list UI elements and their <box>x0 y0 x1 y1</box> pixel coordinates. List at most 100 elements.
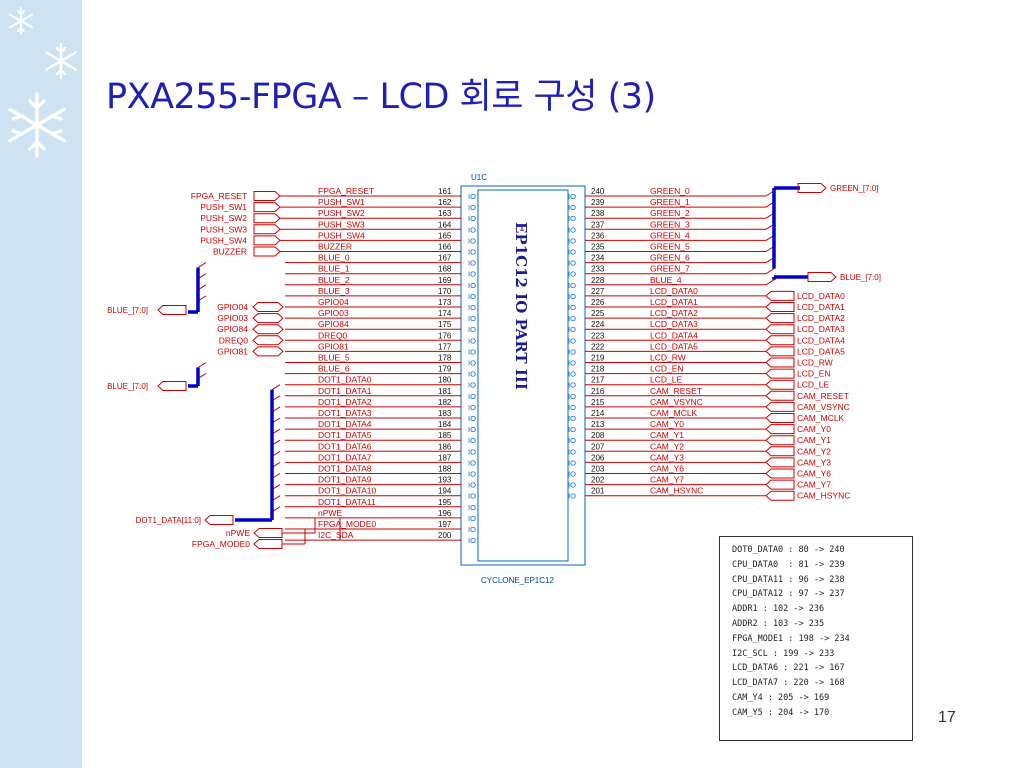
left-pin-io-label: IO <box>468 403 476 412</box>
left-pin-io-label: IO <box>468 458 476 467</box>
right-port-label: CAM_Y3 <box>797 457 831 467</box>
left-pin-net-label: DOT1_DATA0 <box>318 375 372 385</box>
left-pin-net-label: PUSH_SW3 <box>318 219 365 229</box>
left-bottom-port-shape <box>253 539 283 549</box>
left-pin-net-label: GPIO84 <box>318 319 349 329</box>
left-pin-number: 194 <box>438 487 452 496</box>
left-pin-number: 183 <box>438 409 452 418</box>
right-pin-io-label: IO <box>568 436 576 445</box>
right-port-label: CAM_HSYNC <box>797 491 850 501</box>
left-pin-number: 173 <box>438 298 452 307</box>
left-bidir-port-label: GPIO03 <box>217 313 248 323</box>
chip-part-label: CYCLONE_EP1C12 <box>481 576 554 585</box>
left-pin-io-label: IO <box>468 248 476 257</box>
right-port-label: LCD_DATA5 <box>797 346 845 356</box>
left-pin-net-label: DOT1_DATA8 <box>318 464 372 474</box>
left-bidir-port-shape <box>252 302 284 312</box>
right-port-label: LCD_RW <box>797 358 833 368</box>
note-line: DOT0_DATA0 : 80 -> 240 <box>732 545 845 555</box>
left-pin-number: 200 <box>438 531 452 540</box>
right-port-shape <box>765 324 795 335</box>
right-pin-io-label: IO <box>568 214 576 223</box>
right-pin-net-label: GREEN_1 <box>650 197 690 207</box>
left-pin-io-label: IO <box>468 492 476 501</box>
left-pin-net-label: FPGA_RESET <box>318 186 374 196</box>
right-bus-label: GREEN_[7:0] <box>830 184 878 193</box>
left-bus-label: BLUE_[7:0] <box>107 382 148 391</box>
left-pin-io-label: IO <box>468 203 476 212</box>
note-line: CPU_DATA0 : 81 -> 239 <box>732 559 845 570</box>
right-pin-number: 202 <box>591 476 605 485</box>
left-pin-number: 184 <box>438 420 452 429</box>
right-pin-number: 208 <box>591 431 605 440</box>
note-line: FPGA_MODE1 : 198 -> 234 <box>732 633 850 644</box>
right-port-shape <box>765 446 795 457</box>
right-pin-number: 236 <box>591 231 605 240</box>
bus-entry <box>197 362 207 368</box>
left-pin-net-label: DOT1_DATA1 <box>318 386 372 396</box>
left-pin-net-label: DOT1_DATA10 <box>318 486 377 496</box>
note-line: CAM_Y4 : 205 -> 169 <box>732 692 830 703</box>
left-port-shape <box>253 213 281 224</box>
right-pin-number: 235 <box>591 243 605 252</box>
left-pin-net-label: DOT1_DATA6 <box>318 441 372 451</box>
right-pin-net-label: LCD_RW <box>650 353 686 363</box>
left-pin-net-label: BLUE_1 <box>318 264 350 274</box>
left-pin-io-label: IO <box>468 536 476 545</box>
left-pin-net-label: GPIO04 <box>318 297 349 307</box>
chip-reference-label: U1C <box>471 173 487 182</box>
left-pin-io-label: IO <box>468 192 476 201</box>
left-pin-io-label: IO <box>468 303 476 312</box>
left-pin-net-label: BLUE_2 <box>318 275 350 285</box>
left-pin-number: 195 <box>438 498 452 507</box>
right-pin-number: 222 <box>591 342 605 351</box>
right-port-label: LCD_DATA3 <box>797 324 845 334</box>
left-pin-net-label: FPGA_MODE0 <box>318 519 376 529</box>
left-pin-number: 162 <box>438 198 452 207</box>
note-line: ADDR1 : 102 -> 236 <box>732 604 825 615</box>
right-pin-number: 203 <box>591 465 605 474</box>
left-port-label: PUSH_SW4 <box>200 235 247 245</box>
left-pin-number: 186 <box>438 442 452 451</box>
right-pin-io-label: IO <box>568 236 576 245</box>
right-pin-number: 207 <box>591 442 605 451</box>
right-pin-io-label: IO <box>568 403 576 412</box>
left-pin-io-label: IO <box>468 447 476 456</box>
left-pin-number: 181 <box>438 387 452 396</box>
left-pin-net-label: PUSH_SW1 <box>318 197 365 207</box>
right-pin-number: 224 <box>591 320 605 329</box>
left-bidir-port-label: GPIO81 <box>217 346 248 356</box>
left-pin-number: 169 <box>438 276 452 285</box>
note-line: ADDR2 : 103 -> 235 <box>732 618 825 629</box>
right-port-label: LCD_LE <box>797 380 829 390</box>
left-pin-io-label: IO <box>468 314 476 323</box>
left-pin-number: 179 <box>438 365 452 374</box>
right-pin-io-label: IO <box>568 458 576 467</box>
left-pin-net-label: GPIO03 <box>318 308 349 318</box>
left-pin-net-label: DOT1_DATA9 <box>318 475 372 485</box>
note-line: CPU_DATA12 : 97 -> 237 <box>732 589 845 600</box>
right-pin-net-label: CAM_Y6 <box>650 464 684 474</box>
right-pin-net-label: LCD_DATA1 <box>650 297 698 307</box>
right-port-shape <box>765 335 795 346</box>
left-pin-io-label: IO <box>468 503 476 512</box>
right-port-label: LCD_DATA2 <box>797 313 845 323</box>
left-pin-io-label: IO <box>468 481 476 490</box>
right-pin-io-label: IO <box>568 270 576 279</box>
bus-port-shape <box>204 515 234 525</box>
left-pin-net-label: BLUE_5 <box>318 353 350 363</box>
left-port-label: PUSH_SW2 <box>200 213 247 223</box>
right-pin-io-label: IO <box>568 392 576 401</box>
right-pin-io-label: IO <box>568 359 576 368</box>
right-pin-number: 215 <box>591 398 605 407</box>
right-pin-io-label: IO <box>568 281 576 290</box>
left-pin-number: 177 <box>438 342 452 351</box>
right-pin-net-label: LCD_DATA3 <box>650 319 698 329</box>
right-pin-net-label: CAM_Y2 <box>650 441 684 451</box>
left-pin-net-label: BUZZER <box>318 242 352 252</box>
slide-number: 17 <box>938 709 956 726</box>
left-pin-net-label: DOT1_DATA3 <box>318 408 372 418</box>
right-pin-io-label: IO <box>568 347 576 356</box>
left-pin-number: 193 <box>438 476 452 485</box>
left-pin-io-label: IO <box>468 425 476 434</box>
